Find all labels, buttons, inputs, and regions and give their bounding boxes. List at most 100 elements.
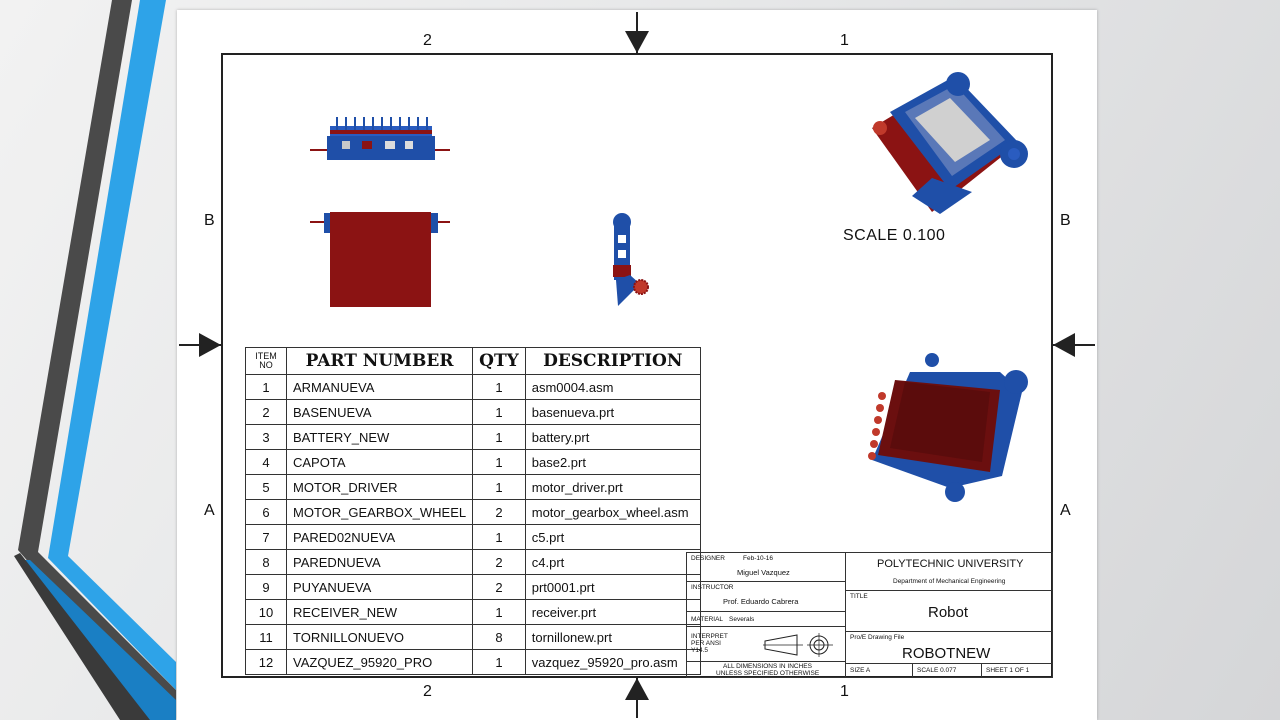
isometric-view-bottom [868,353,1028,502]
center-arrow-bottom [625,678,649,700]
scale-value: SCALE 0.077 [917,667,957,674]
file-cell: Pro/E Drawing File ROBOTNEW [845,631,1053,664]
zone-left-a: A [204,502,215,519]
bom-part-number: PUYANUEVA [285,574,474,600]
bom-description: motor_gearbox_wheel.asm [524,499,701,525]
zone-bottom-1: 1 [840,683,849,700]
zone-right-a: A [1060,502,1071,519]
bom-part-number: BASENUEVA [285,399,474,425]
bom-qty: 8 [472,624,526,650]
center-arrow-right [1053,333,1075,357]
bom-item-no: 2 [245,399,287,425]
bom-item-no: 11 [245,624,287,650]
bom-part-number: BATTERY_NEW [285,424,474,450]
title-block: DESIGNER Feb-10-16 Miguel Vazquez INSTRU… [686,552,1053,678]
file-label: Pro/E Drawing File [850,634,905,641]
bom-part-number: CAPOTA [285,449,474,475]
designer-label: DESIGNER [691,555,725,562]
bom-qty: 1 [472,474,526,500]
drawing-title: Robot [928,604,969,621]
bom-qty: 1 [472,374,526,400]
title-cell: TITLE Robot [845,590,1053,632]
date-value: Feb-10-16 [743,555,773,562]
instructor-label: INSTRUCTOR [691,584,734,591]
zone-bottom-2: 2 [423,683,432,700]
bom-part-number: VAZQUEZ_95920_PRO [285,649,474,675]
title-label: TITLE [850,593,868,600]
bom-part-number: TORNILLONUEVO [285,624,474,650]
projection-symbol-icon [763,633,833,657]
bom-part-number: ARMANUEVA [285,374,474,400]
file-name: ROBOTNEW [902,645,991,662]
bom-item-no: 1 [245,374,287,400]
bom-part-number: PAREDNUEVA [285,549,474,575]
bom-item-no: 9 [245,574,287,600]
designer-value: Miguel Vazquez [737,568,790,577]
bom-header-part: PART NUMBER [285,347,474,375]
department-name: Department of Mechanical Engineering [893,578,1006,585]
bom-description: tornillonew.prt [524,624,701,650]
bom-qty: 1 [472,449,526,475]
dims-note-cell: ALL DIMENSIONS IN INCHES UNLESS SPECIFIE… [686,661,846,678]
bom-part-number: MOTOR_GEARBOX_WHEEL [285,499,474,525]
zone-top-1: 1 [840,32,849,49]
dims-note-2: UNLESS SPECIFIED OTHERWISE [716,670,820,677]
sheet-cell: SHEET 1 OF 1 [981,663,1053,678]
bom-header-item: ITEM NO [245,347,287,375]
bom-description: battery.prt [524,424,701,450]
designer-cell: DESIGNER Feb-10-16 Miguel Vazquez [686,552,846,582]
bom-qty: 1 [472,524,526,550]
bom-qty: 1 [472,599,526,625]
bom-item-no: 5 [245,474,287,500]
bom-qty: 2 [472,499,526,525]
bom-description: c5.prt [524,524,701,550]
bom-item-no: 8 [245,549,287,575]
bom-item-no: 7 [245,524,287,550]
bom-description: motor_driver.prt [524,474,701,500]
drawing-border [221,53,1053,678]
sheet-value: SHEET 1 OF 1 [986,667,1030,674]
bom-description: receiver.prt [524,599,701,625]
bom-qty: 1 [472,649,526,675]
center-arrow-top [625,31,649,53]
scale-cell: SCALE 0.077 [912,663,982,678]
scale-label: SCALE 0.100 [843,227,946,244]
bom-part-number: RECEIVER_NEW [285,599,474,625]
bom-item-no: 3 [245,424,287,450]
zone-right-b: B [1060,212,1071,229]
size-value: SIZE A [850,667,871,674]
material-cell: MATERIAL Severals [686,611,846,627]
bom-item-no: 6 [245,499,287,525]
side-view [613,213,649,306]
bom-item-no: 10 [245,599,287,625]
dims-note-1: ALL DIMENSIONS IN INCHES [723,663,812,670]
bom-header-qty: QTY [472,347,526,375]
bom-header-row: ITEM NO PART NUMBER QTY DESCRIPTION [245,347,701,375]
bom-item-no: 12 [245,649,287,675]
center-arrow-left [199,333,221,357]
bom-item-no: 4 [245,449,287,475]
bom-part-number: PARED02NUEVA [285,524,474,550]
instructor-cell: INSTRUCTOR Prof. Eduardo Cabrera [686,581,846,612]
instructor-value: Prof. Eduardo Cabrera [723,597,799,606]
bom-description: base2.prt [524,449,701,475]
material-value: Severals [729,616,755,623]
interpret-label: INTERPRET PER ANSI Y14.5 [691,633,728,654]
bom-header-desc: DESCRIPTION [524,347,701,375]
bom-qty: 1 [472,399,526,425]
top-view [310,117,450,160]
